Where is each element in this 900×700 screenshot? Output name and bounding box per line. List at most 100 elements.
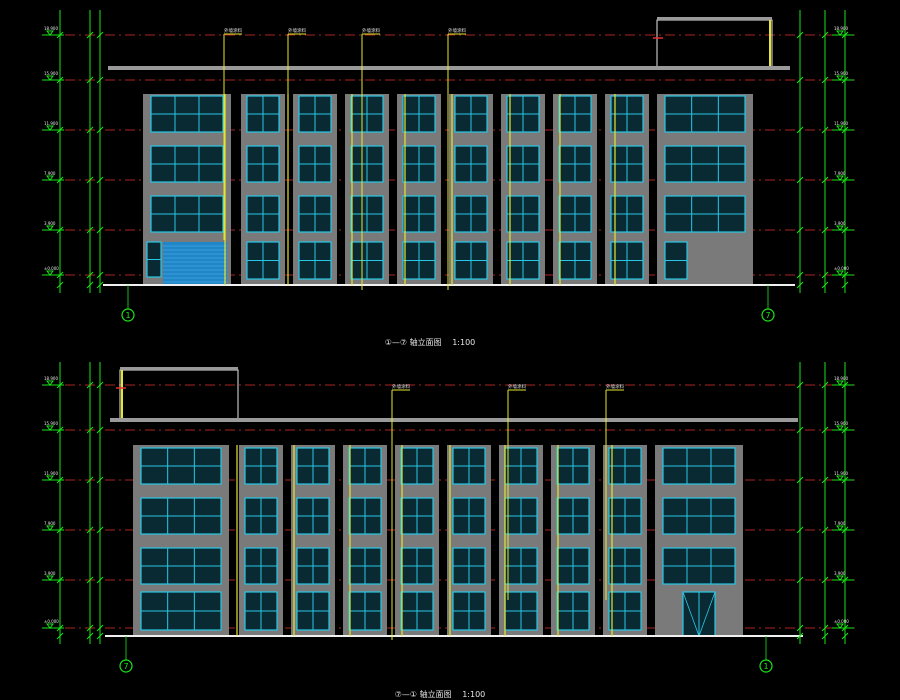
level-label: 3.900 bbox=[834, 571, 846, 576]
dimension-tick bbox=[796, 271, 804, 279]
elevation-1-title: ①—⑦ 轴立面图 1:100 bbox=[385, 337, 476, 347]
dimension-tick bbox=[96, 76, 104, 84]
dimension-tick bbox=[796, 632, 804, 640]
level-label: 7.900 bbox=[44, 521, 56, 526]
dimension-tick bbox=[821, 426, 829, 434]
dimension-tick bbox=[796, 426, 804, 434]
level-triangle bbox=[46, 225, 54, 231]
elevation-1: 外墙涂料外墙涂料外墙涂料外墙涂料18.90015.90011.9007.9003… bbox=[42, 10, 855, 322]
axis-bubble-right bbox=[759, 659, 773, 673]
dimension-tick bbox=[86, 632, 94, 640]
level-label: 11.900 bbox=[834, 121, 848, 126]
level-triangle bbox=[836, 380, 844, 386]
dimension-tick bbox=[821, 381, 829, 389]
level-label: ±0.000 bbox=[44, 619, 59, 624]
dimension-tick bbox=[796, 176, 804, 184]
level-label: 3.900 bbox=[834, 221, 846, 226]
elevation-2-title-prefix: ⑦—① bbox=[395, 690, 417, 699]
dimension-tick bbox=[821, 31, 829, 39]
level-triangle bbox=[46, 270, 54, 276]
level-label: ±0.000 bbox=[44, 266, 59, 271]
level-triangle bbox=[836, 525, 844, 531]
roof-parapet bbox=[110, 418, 798, 422]
level-label: 11.900 bbox=[44, 471, 58, 476]
dimension-tick bbox=[96, 271, 104, 279]
dimension-tick bbox=[821, 526, 829, 534]
dimension-tick bbox=[821, 176, 829, 184]
level-triangle bbox=[46, 175, 54, 181]
dimension-tick bbox=[841, 632, 849, 640]
level-triangle bbox=[836, 623, 844, 629]
level-triangle bbox=[46, 75, 54, 81]
elevation-1-title-prefix: ①—⑦ bbox=[385, 338, 407, 347]
dimension-tick bbox=[86, 476, 94, 484]
dimension-tick bbox=[86, 126, 94, 134]
level-triangle bbox=[836, 475, 844, 481]
dimension-tick bbox=[86, 271, 94, 279]
dimension-tick bbox=[86, 426, 94, 434]
level-label: ±0.000 bbox=[834, 619, 849, 624]
elevation-2-title: ⑦—① 轴立面图 1:100 bbox=[395, 689, 486, 699]
level-triangle bbox=[46, 380, 54, 386]
dimension-tick bbox=[56, 281, 64, 289]
level-triangle bbox=[836, 125, 844, 131]
dimension-tick bbox=[56, 632, 64, 640]
level-triangle bbox=[836, 30, 844, 36]
dimension-tick bbox=[86, 76, 94, 84]
elevation-1-title-text: 轴立面图 bbox=[410, 337, 442, 347]
level-label: 15.900 bbox=[834, 71, 848, 76]
dimension-tick bbox=[96, 126, 104, 134]
dimension-tick bbox=[821, 126, 829, 134]
elevation-2-scale: 1:100 bbox=[462, 690, 485, 699]
level-label: 7.900 bbox=[834, 521, 846, 526]
dimension-tick bbox=[86, 176, 94, 184]
level-label: 3.900 bbox=[44, 221, 56, 226]
axis-label: 7 bbox=[123, 662, 128, 671]
dimension-tick bbox=[86, 576, 94, 584]
level-triangle bbox=[46, 125, 54, 131]
dimension-tick bbox=[796, 76, 804, 84]
dimension-tick bbox=[96, 281, 104, 289]
dimension-tick bbox=[96, 624, 104, 632]
dimension-tick bbox=[821, 281, 829, 289]
dimension-tick bbox=[86, 226, 94, 234]
roof-parapet bbox=[108, 66, 790, 70]
dimension-tick bbox=[821, 271, 829, 279]
stair-curtain-wall bbox=[163, 242, 227, 285]
callout-label: 外墙涂料 bbox=[508, 383, 526, 390]
dimension-tick bbox=[821, 226, 829, 234]
elevation-2-title-text: 轴立面图 bbox=[420, 689, 452, 699]
axis-bubble-left bbox=[121, 308, 135, 322]
penthouse-cap bbox=[120, 367, 238, 370]
axis-bubble-left bbox=[119, 659, 133, 673]
dimension-tick bbox=[821, 624, 829, 632]
dimension-tick bbox=[86, 624, 94, 632]
dimension-tick bbox=[96, 632, 104, 640]
level-label: 7.900 bbox=[44, 171, 56, 176]
axis-label: 7 bbox=[765, 311, 770, 320]
axis-bubble-right bbox=[761, 308, 775, 322]
dimension-tick bbox=[86, 281, 94, 289]
level-label: 15.900 bbox=[44, 421, 58, 426]
level-label: 18.900 bbox=[834, 376, 848, 381]
level-triangle bbox=[46, 425, 54, 431]
dimension-tick bbox=[96, 381, 104, 389]
dimension-tick bbox=[86, 381, 94, 389]
axis-label: 1 bbox=[125, 311, 130, 320]
dimension-tick bbox=[821, 76, 829, 84]
level-label: 3.900 bbox=[44, 571, 56, 576]
callout-label: 外墙涂料 bbox=[224, 27, 242, 34]
level-label: 15.900 bbox=[44, 71, 58, 76]
level-triangle bbox=[46, 623, 54, 629]
dimension-tick bbox=[796, 381, 804, 389]
dimension-tick bbox=[96, 31, 104, 39]
dimension-tick bbox=[796, 31, 804, 39]
level-triangle bbox=[46, 30, 54, 36]
dimension-tick bbox=[796, 281, 804, 289]
level-label: 15.900 bbox=[834, 421, 848, 426]
dimension-tick bbox=[796, 476, 804, 484]
level-triangle bbox=[836, 425, 844, 431]
callout-label: 外墙涂料 bbox=[448, 27, 466, 34]
level-label: 18.900 bbox=[44, 26, 58, 31]
